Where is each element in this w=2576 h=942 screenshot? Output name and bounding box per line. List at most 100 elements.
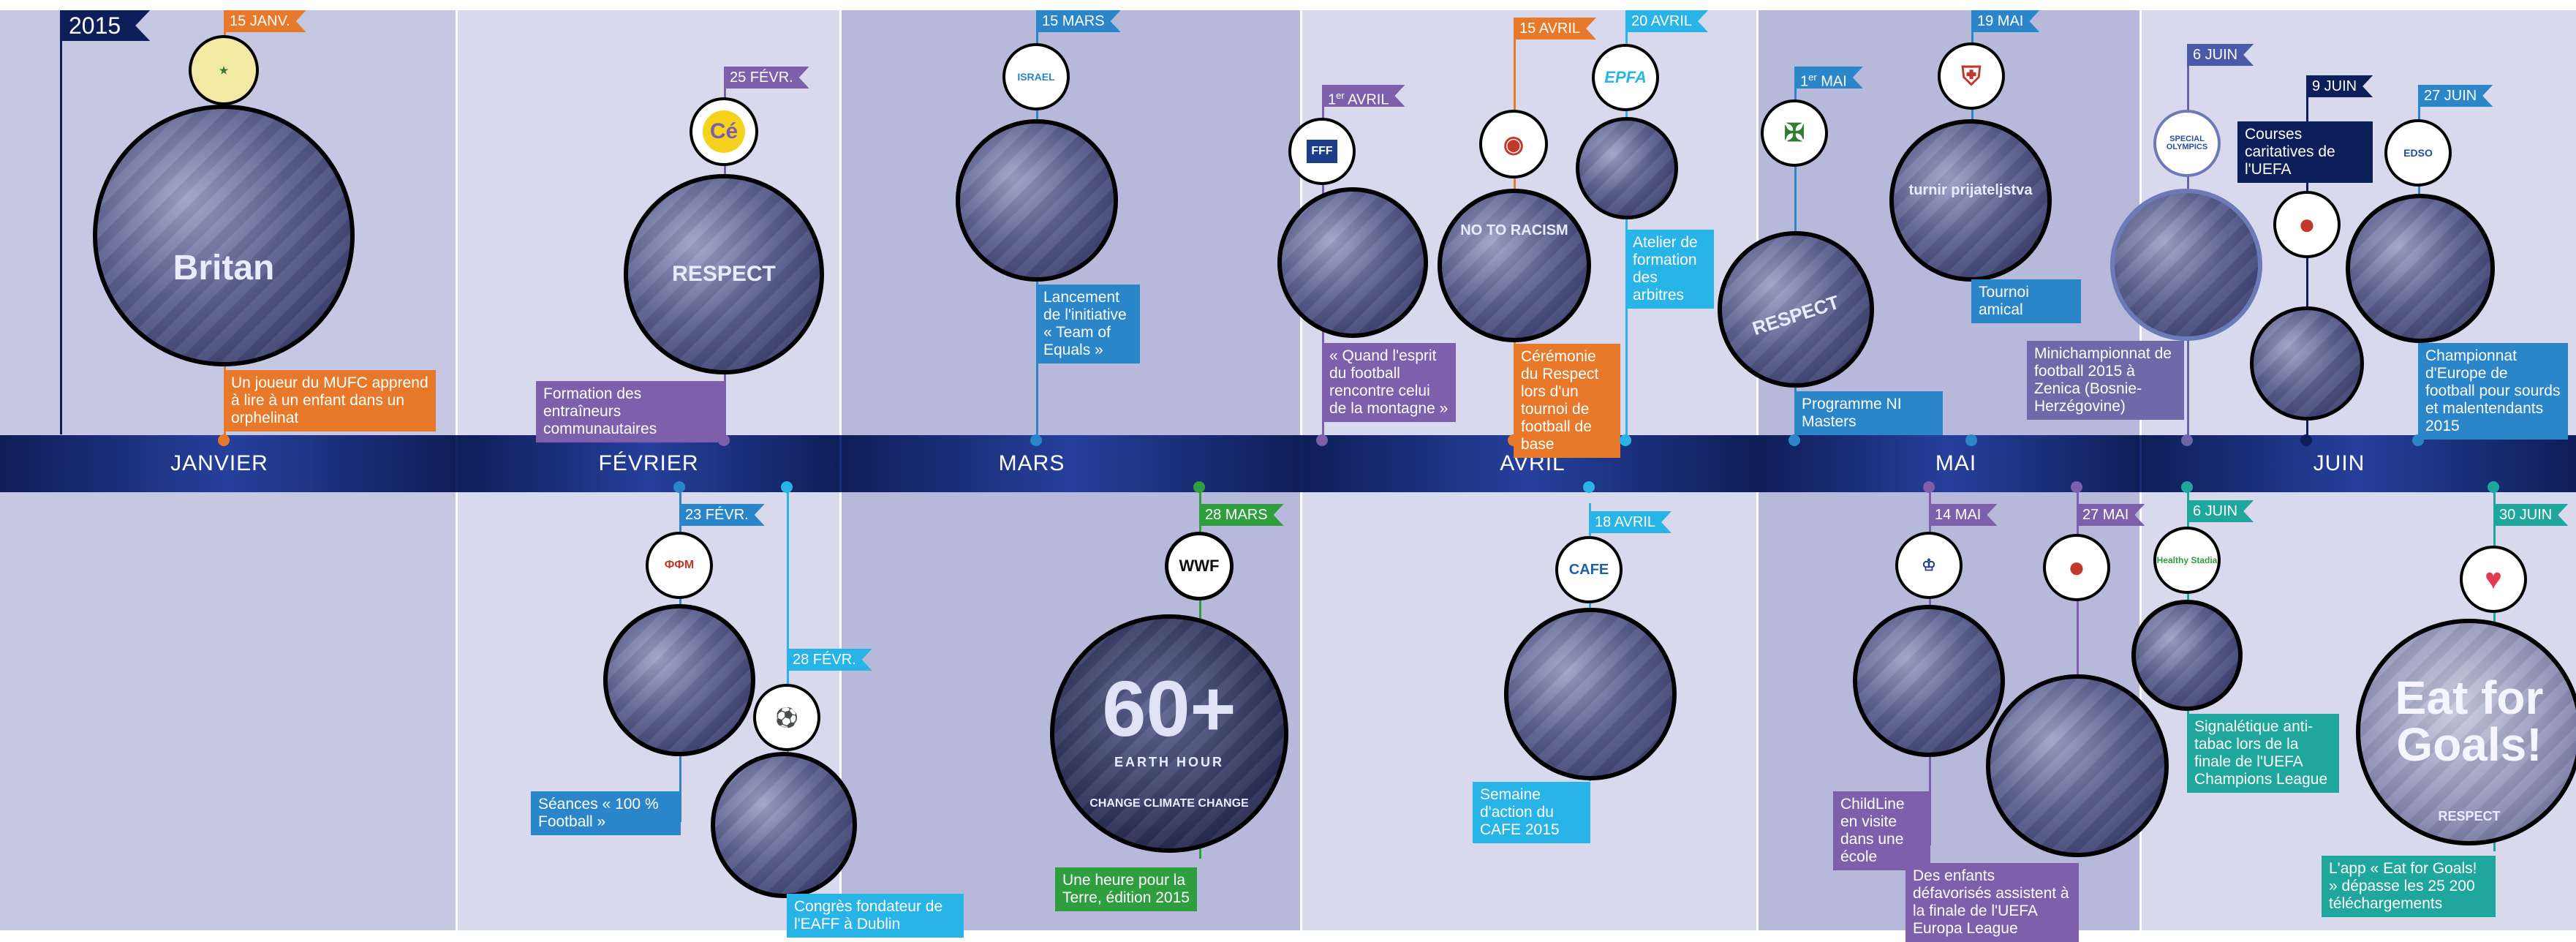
event-dot [1030, 434, 1042, 446]
event-photo [1277, 187, 1428, 338]
epfa-logo-icon: EPFA [1592, 44, 1659, 111]
fff-logo-icon: FFF [1288, 118, 1356, 185]
month-band-segment [0, 435, 456, 492]
event-photo: Britan [93, 105, 355, 366]
eaff-logo-icon: ⚽ [753, 684, 820, 751]
event-date-flag: 1er MAI [1794, 67, 1863, 88]
event-photo [2110, 189, 2262, 341]
event-caption: Semaine d'action du CAFE 2015 [1473, 782, 1590, 843]
club-badge-icon: ◉ [1479, 110, 1548, 178]
event-photo: RESPECT [1718, 231, 1874, 388]
event-dot [1965, 434, 1977, 446]
month-band-segment [458, 435, 839, 492]
uefa-logo-icon: ● [2273, 191, 2341, 258]
event-photo: NO TO RACISM [1438, 189, 1591, 342]
event-date-flag: 6 JUIN [2187, 44, 2254, 66]
event-dot [1316, 434, 1328, 446]
event-caption: Un joueur du MUFC apprend à lire à un en… [224, 370, 436, 432]
serbia-federation-icon: ⛨ [1938, 42, 2005, 110]
event-photo: Eat for Goals! RESPECT [2356, 619, 2576, 845]
event-dot [718, 434, 730, 446]
event-caption: « Quand l'esprit du football rencontre c… [1322, 343, 1456, 422]
event-photo [2131, 600, 2243, 711]
event-photo: RESPECT [624, 174, 824, 374]
event-caption: Programme NI Masters [1794, 391, 1943, 435]
event-date-flag: 23 FÉVR. [679, 504, 765, 526]
event-caption: Minichampionnat de football 2015 à Zenic… [2027, 341, 2184, 420]
month-label-mai: MAI [1935, 451, 1977, 475]
event-dot [2300, 434, 2312, 446]
month-label-juin: JUIN [2313, 451, 2365, 475]
event-photo [1504, 608, 1677, 780]
event-caption: Des enfants défavorisés assistent à la f… [1905, 863, 2079, 942]
event-dot [2488, 481, 2499, 493]
event-photo [711, 752, 857, 898]
event-dot [218, 434, 230, 446]
event-caption: Cérémonie du Respect lors d'un tournoi d… [1514, 344, 1620, 458]
event-photo [2346, 194, 2495, 343]
event-dot [673, 481, 685, 493]
event-date-flag: 19 MAI [1971, 10, 2039, 32]
event-photo [1576, 117, 1678, 219]
event-date-flag: 15 AVRIL [1514, 18, 1596, 39]
event-dot [781, 481, 793, 493]
event-date-flag: 30 JUIN [2493, 504, 2568, 526]
wwf-panda-icon: WWF [1165, 532, 1234, 600]
cafe-logo-icon: CAFE [1555, 536, 1623, 603]
event-photo: turnir prijateljstva [1889, 119, 2052, 282]
event-date-flag: 18 AVRIL [1589, 511, 1672, 533]
event-caption: Séances « 100 % Football » [531, 791, 681, 835]
event-line [1625, 10, 1628, 440]
month-label-janvier: JANVIER [170, 451, 268, 475]
event-photo [956, 119, 1118, 282]
event-date-flag: 28 MARS [1199, 504, 1284, 526]
event-caption: Signalétique anti-tabac lors de la final… [2187, 714, 2339, 793]
event-dot [2181, 481, 2193, 493]
event-dot [2071, 481, 2082, 493]
event-caption: ChildLine en visite dans une école [1833, 791, 1930, 870]
club-crest-icon: ★ [189, 35, 259, 105]
event-dot [1620, 434, 1631, 446]
ni-federation-icon: ✠ [1761, 99, 1828, 167]
event-caption: Atelier de formation des arbitres [1625, 230, 1714, 309]
event-date-flag: 20 AVRIL [1625, 10, 1708, 32]
year-tag: 2015 [60, 10, 150, 41]
event-dot [1923, 481, 1935, 493]
event-photo [1853, 605, 2005, 757]
event-caption: L'app « Eat for Goals! » dépasse les 25 … [2322, 856, 2496, 917]
event-date-flag: 14 MAI [1929, 504, 1997, 526]
event-date-flag: 9 JUIN [2306, 75, 2373, 97]
event-line [2077, 487, 2079, 809]
coaching-logo-icon: Cé [690, 97, 758, 166]
event-caption: Une heure pour la Terre, édition 2015 [1055, 867, 1197, 911]
event-date-flag: 28 FÉVR. [787, 649, 872, 671]
month-label-mars: MARS [998, 451, 1065, 475]
event-dot [1508, 434, 1519, 446]
month-band-segment [2142, 435, 2576, 492]
heart-logo-icon: ♥ [2460, 546, 2527, 613]
event-date-flag: 25 FÉVR. [724, 67, 809, 88]
uefa-logo-icon: ● [2043, 534, 2110, 601]
event-dot [1789, 434, 1800, 446]
month-band-segment [842, 435, 1300, 492]
event-date-flag: 1er AVRIL [1322, 85, 1405, 107]
month-label-fevrier: FÉVRIER [598, 451, 699, 475]
healthy-stadia-icon: Healthy Stadia [2153, 527, 2221, 594]
event-dot [1583, 481, 1595, 493]
event-date-flag: 15 JANV. [224, 10, 306, 32]
israel-federation-icon: ISRAEL [1002, 43, 1070, 110]
event-caption: Tournoi amical [1971, 279, 2081, 323]
year-line [60, 10, 62, 434]
event-dot [2412, 434, 2424, 446]
event-date-flag: 27 MAI [2077, 504, 2145, 526]
event-dot [1193, 481, 1205, 493]
event-caption: Courses caritatives de l'UEFA [2237, 121, 2373, 183]
event-date-flag: 27 JUIN [2418, 85, 2493, 107]
event-date-flag: 15 MARS [1036, 10, 1121, 32]
edso-logo-icon: EDSO [2384, 119, 2452, 186]
special-olympics-icon: SPECIAL OLYMPICS [2153, 110, 2221, 177]
event-caption: Championnat d'Europe de football pour so… [2418, 343, 2568, 440]
event-photo: 60+ EARTH HOUR CHANGE CLIMATE CHANGE [1050, 614, 1288, 853]
event-photo [603, 604, 755, 756]
